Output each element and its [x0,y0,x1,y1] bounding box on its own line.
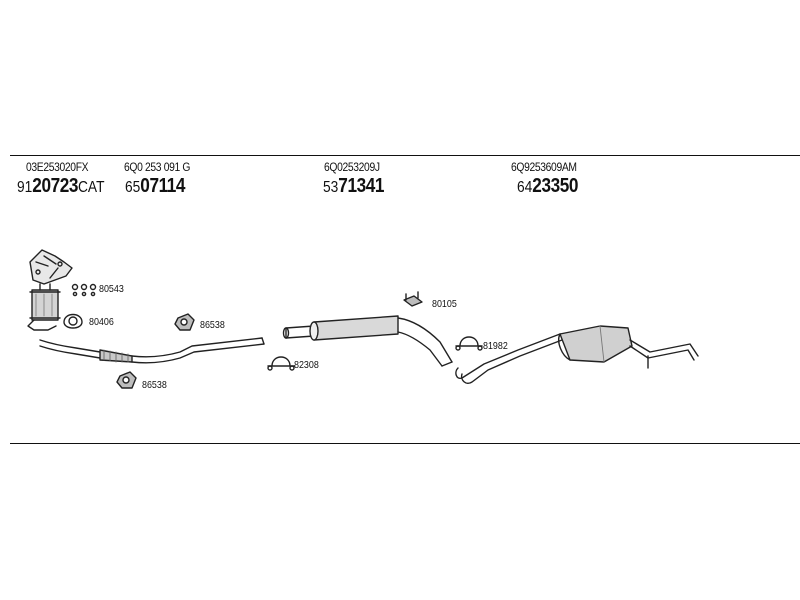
top-rule [10,155,800,156]
callout-pipe-clamp: 82308 [294,359,319,371]
oem-number-middle-silencer: 6Q0253209J [324,160,380,174]
bottom-rule [10,443,800,444]
rear-silencer-icon [455,325,699,384]
callout-gasket-set: 80543 [99,283,124,295]
part-number-front-pipe: 6507114 [125,175,186,197]
hanger-bracket-icon [403,291,423,307]
part-number-rear-silencer: 6423350 [517,175,578,197]
part-number-catalyst: 9120723CAT [17,175,105,197]
rubber-mount-lower-icon [116,371,137,389]
callout-rubber-mount-upper: 86538 [200,319,225,331]
middle-silencer-icon [282,315,453,367]
oem-number-rear-silencer: 6Q9253609AM [511,160,577,174]
callout-rear-clamp: 81982 [483,340,508,352]
rear-clamp-icon [455,336,483,351]
callout-flange-gasket: 80406 [89,316,114,328]
rubber-mount-upper-icon [174,313,195,331]
oem-number-catalyst: 03E253020FX [26,160,89,174]
oem-number-front-pipe: 6Q0 253 091 G [124,160,191,174]
pipe-clamp-icon [267,356,295,371]
gasket-set-icon [71,283,97,297]
front-pipe-icon [39,337,265,364]
callout-rubber-mount-lower: 86538 [142,379,167,391]
part-number-middle-silencer: 5371341 [323,175,384,197]
catalytic-converter-icon [27,283,61,331]
callout-hanger-bracket: 80105 [432,298,457,310]
flange-gasket-icon [63,313,83,329]
exhaust-manifold-icon [29,249,73,285]
